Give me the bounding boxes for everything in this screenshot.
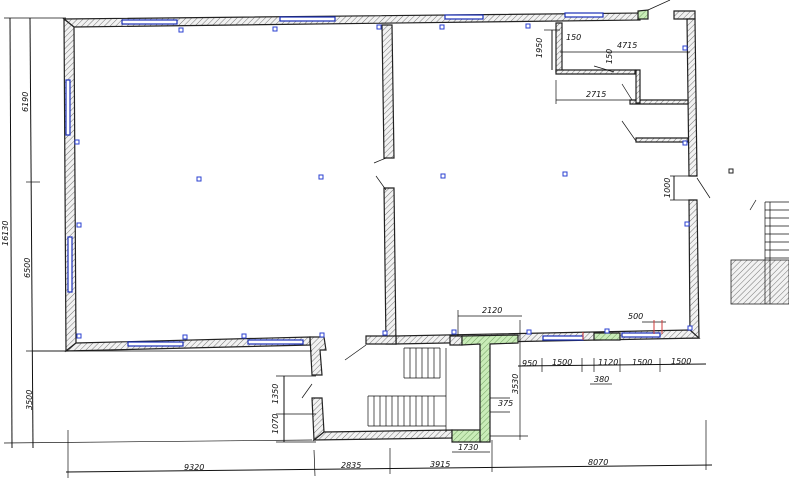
red-marks xyxy=(582,320,663,340)
stairs-right xyxy=(730,199,789,305)
stairs-annex xyxy=(367,347,447,432)
dim-top-right-1: 150 xyxy=(566,33,581,42)
dim-bottom-2: 2835 xyxy=(341,461,361,470)
dim-bottom-4: 8070 xyxy=(588,458,608,467)
dimension-labels: 16130 6190 6500 3500 9320 2835 3915 8070… xyxy=(1,33,691,472)
dim-right-380: 380 xyxy=(594,375,609,384)
dimension-lines xyxy=(3,17,713,478)
columns xyxy=(74,23,734,340)
dim-top-right-3: 1950 xyxy=(535,38,544,58)
dim-center-1730: 1730 xyxy=(458,443,478,452)
dim-top-right-2: 4715 xyxy=(617,41,637,50)
dim-right-500: 500 xyxy=(628,312,643,321)
dim-stair-1350: 1350 xyxy=(271,384,280,404)
dim-right-1500a: 1500 xyxy=(552,358,572,367)
dim-right-950: 950 xyxy=(522,359,537,368)
dim-right-1500b: 1500 xyxy=(632,358,652,367)
dim-left-bottom: 3500 xyxy=(25,390,34,410)
dim-right-door: 1000 xyxy=(663,178,672,198)
dim-left-upper: 6190 xyxy=(21,92,30,112)
dim-bottom-3: 3915 xyxy=(430,460,450,469)
dim-top-right-5: 2715 xyxy=(586,90,606,99)
dim-bottom-1: 9320 xyxy=(184,463,204,472)
dim-top-right-4: 150 xyxy=(605,49,614,64)
dim-left-lower: 6500 xyxy=(23,258,32,278)
dim-left-total: 16130 xyxy=(1,221,10,246)
dim-right-1120: 1120 xyxy=(598,358,618,367)
windows xyxy=(65,12,661,347)
dim-stair-1070: 1070 xyxy=(271,414,280,434)
dim-center-375: 375 xyxy=(498,399,513,408)
doors xyxy=(301,0,711,399)
dim-right-1500c: 1500 xyxy=(671,357,691,366)
dim-center-top: 2120 xyxy=(482,306,502,315)
dim-center-v: 3530 xyxy=(511,374,520,394)
